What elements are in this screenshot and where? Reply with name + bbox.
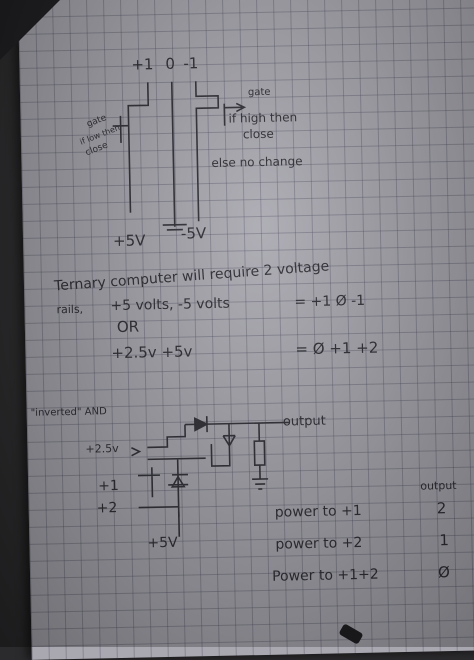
ternary-line-2-mid: +5 volts, -5 volts — [110, 295, 231, 315]
truth-row-2-label: power to +2 — [275, 534, 363, 553]
supply-neg-label: -5V — [180, 224, 207, 243]
ternary-or: OR — [116, 317, 140, 336]
circuit-sketch — [112, 81, 289, 537]
rail-zero: 0 — [165, 54, 176, 73]
right-gate-note-2: if high then — [228, 110, 298, 126]
truth-row-3-label: Power to +1+2 — [271, 566, 379, 585]
and-supply-label: +5V — [147, 534, 178, 552]
right-gate-note-3: close — [242, 126, 274, 142]
ternary-line-2-right: = +1 Ø -1 — [294, 292, 366, 311]
rail-minus1: -1 — [183, 54, 199, 73]
truth-row-2-value: 1 — [439, 531, 450, 550]
truth-row-3-value: Ø — [437, 563, 451, 582]
ternary-line-2-left: rails, — [56, 302, 84, 317]
dark-background-corner — [0, 0, 60, 60]
supply-pos-label: +5V — [112, 231, 146, 251]
truth-row-1-value: 2 — [436, 499, 447, 518]
and-gate-title: "inverted" AND — [30, 406, 107, 419]
notebook-page: +1 0 -1 gate if low then close gate if h… — [18, 0, 474, 660]
right-gate-note: gate — [247, 86, 271, 99]
and-input-1: +2.5v — [85, 441, 119, 456]
and-input-3: +2 — [96, 500, 118, 517]
truth-table-header: output — [420, 478, 457, 493]
else-note: else no change — [211, 154, 303, 170]
truth-row-1-label: power to +1 — [274, 502, 362, 521]
and-input-2: +1 — [98, 477, 120, 495]
ternary-line-4-left: +2.5v +5v — [111, 342, 193, 363]
ternary-line-4-right: = Ø +1 +2 — [295, 338, 379, 359]
and-output-label: output — [282, 413, 326, 430]
rail-plus1: +1 — [131, 55, 154, 74]
